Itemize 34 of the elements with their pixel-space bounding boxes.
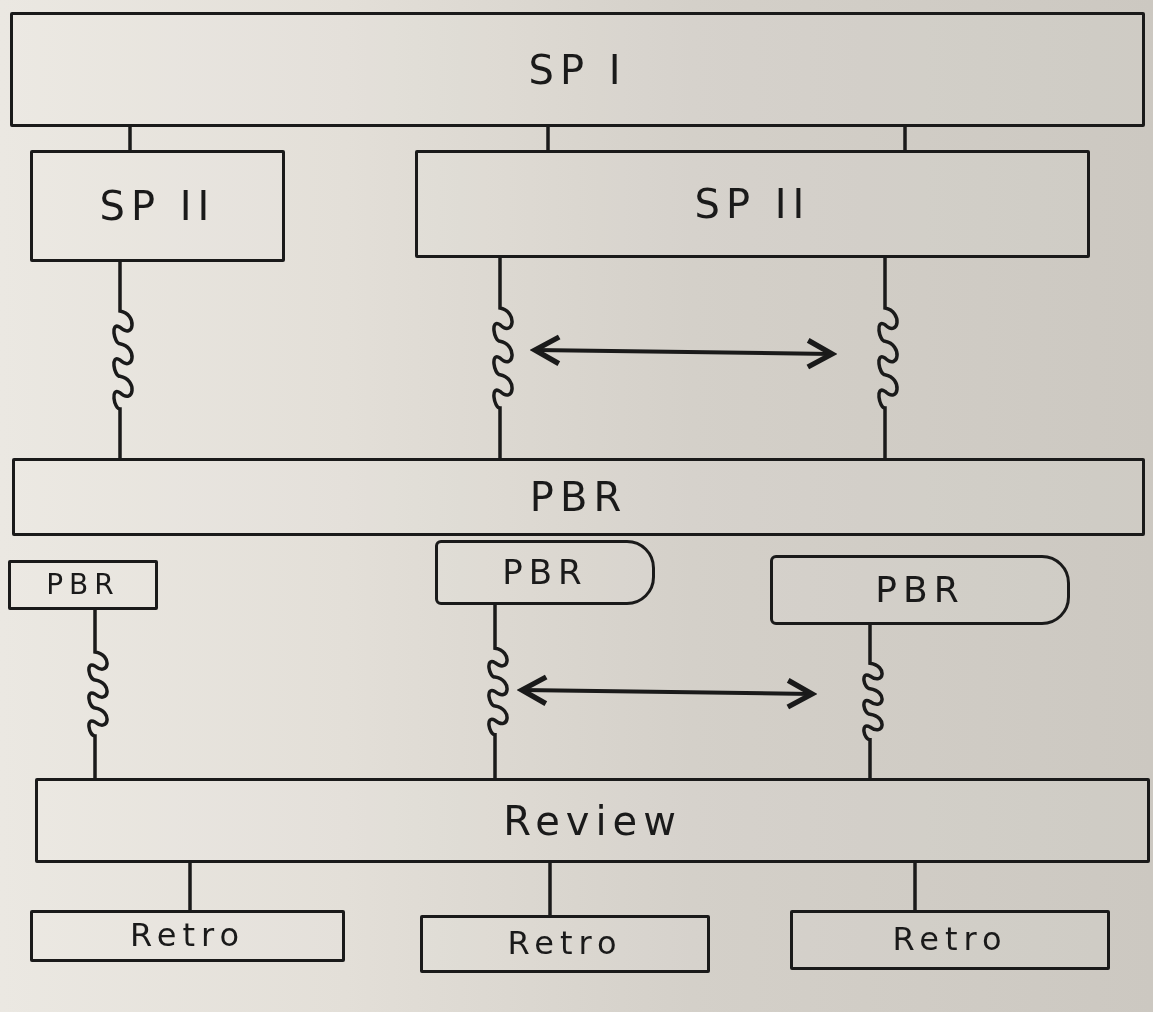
box-label: SP II bbox=[99, 184, 216, 228]
connector-line bbox=[913, 861, 917, 912]
box-label: Retro bbox=[507, 926, 623, 962]
box-label: SP II bbox=[694, 182, 811, 226]
process-box bbox=[8, 560, 158, 610]
connector-line bbox=[188, 861, 192, 912]
process-box bbox=[35, 778, 1150, 863]
box-label: PBR bbox=[502, 553, 588, 592]
curly-connector bbox=[487, 603, 509, 780]
curly-connector bbox=[877, 256, 899, 460]
process-box bbox=[420, 915, 710, 973]
box-label: PBR bbox=[875, 570, 965, 610]
process-box bbox=[30, 910, 345, 962]
process-box bbox=[790, 910, 1110, 970]
connector-line bbox=[546, 125, 550, 152]
connector-line bbox=[128, 125, 132, 152]
process-box bbox=[30, 150, 285, 262]
process-box bbox=[10, 12, 1145, 127]
process-box bbox=[12, 458, 1145, 536]
box-label: Retro bbox=[129, 918, 246, 954]
rounded-box bbox=[435, 540, 655, 605]
box-label: SP I bbox=[528, 47, 627, 92]
curly-connector bbox=[112, 260, 134, 460]
connector-line bbox=[903, 125, 907, 152]
process-box bbox=[415, 150, 1090, 258]
box-label: Review bbox=[503, 798, 682, 843]
box-label: Retro bbox=[892, 922, 1008, 958]
curly-connector bbox=[492, 256, 514, 460]
rounded-box bbox=[770, 555, 1070, 625]
box-label: PBR bbox=[46, 569, 120, 601]
curly-connector bbox=[862, 623, 884, 780]
curly-connector bbox=[87, 608, 109, 780]
connector-line bbox=[548, 861, 552, 917]
box-label: PBR bbox=[529, 475, 628, 519]
